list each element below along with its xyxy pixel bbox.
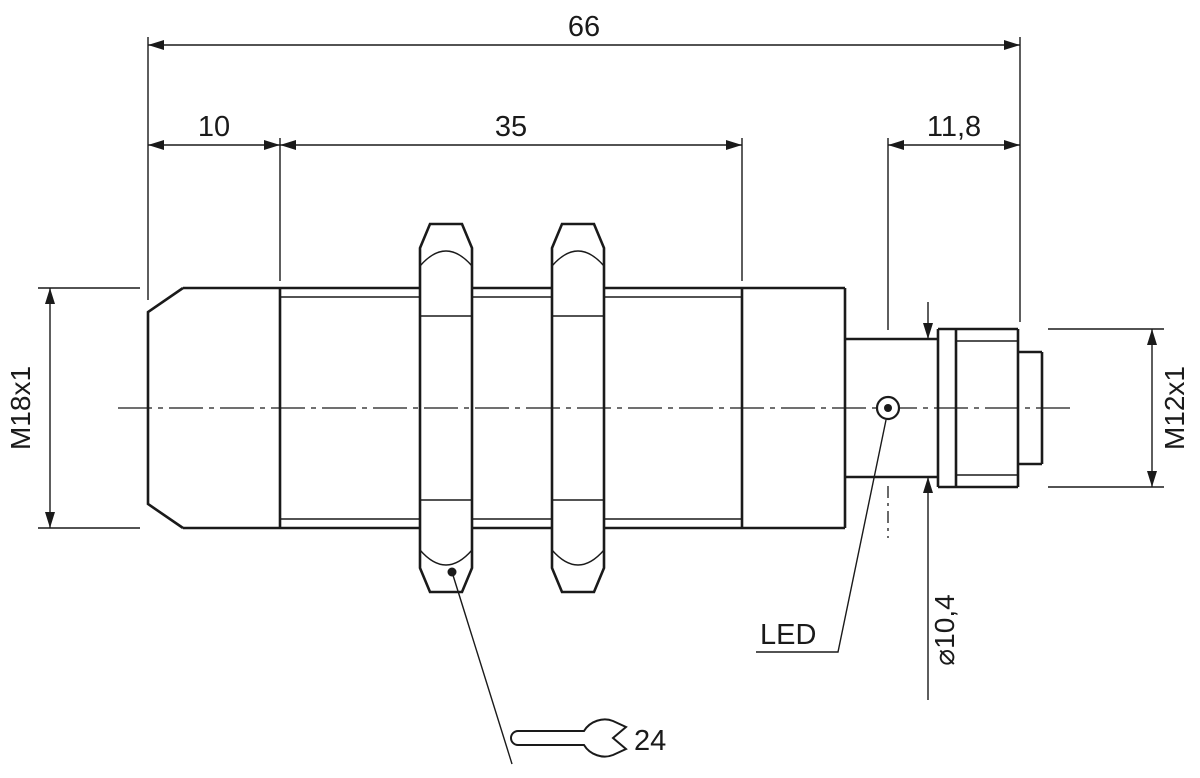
led-label: LED [760, 619, 816, 651]
led-indicator [875, 395, 901, 421]
centerline [118, 407, 1072, 538]
connector-length-dimension: 11,8 [887, 111, 1020, 330]
dim-66-label: 66 [568, 11, 600, 43]
rear-diameter-dimension: ⌀10,4 [923, 302, 960, 700]
led-callout: LED [756, 419, 887, 653]
m12-thread-dimension: M12x1 [1048, 328, 1190, 488]
rear-cylinder [845, 337, 938, 479]
wrench-size-callout: 24 [447, 567, 666, 765]
open-end-wrench-icon [510, 718, 628, 758]
m18-thread-dimension: M18x1 [5, 287, 140, 529]
diameter-10-4-label: ⌀10,4 [929, 594, 960, 665]
thread-m12-label: M12x1 [1159, 366, 1190, 450]
overall-length-dimension: 66 [147, 11, 1021, 322]
dim-11-8-label: 11,8 [927, 111, 981, 143]
head-length-dimension: 10 [148, 111, 281, 281]
dim-10-label: 10 [198, 111, 230, 143]
wrench-size-label: 24 [634, 725, 666, 757]
thread-length-dimension: 35 [280, 111, 743, 281]
thread-m18-label: M18x1 [5, 366, 36, 450]
thread-barrel [183, 286, 847, 530]
dim-35-label: 35 [495, 111, 527, 143]
